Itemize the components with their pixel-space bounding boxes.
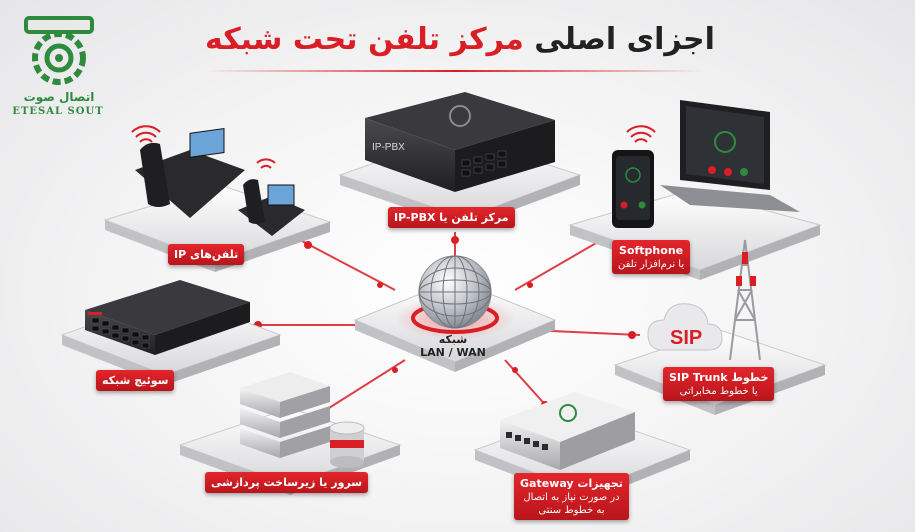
network-hub: [353, 255, 557, 372]
brand-logo: [14, 14, 104, 124]
network-label-title: شبکه: [438, 333, 468, 346]
label-server: سرور یا زیرساخت پردازشی: [205, 472, 369, 493]
network-label: شبکه LAN / WAN: [408, 333, 498, 359]
softphone-device: [568, 100, 822, 280]
label-sip: خطوط SIP Trunk یا خطوط مخابراتی: [663, 367, 775, 401]
wifi-icon-mobile: [626, 125, 656, 143]
laptop-keyboard: [660, 185, 800, 212]
handset-icon: [140, 142, 170, 207]
pbx-device-tag: IP-PBX: [372, 142, 405, 153]
link-phones: [299, 239, 396, 291]
cloud-icon: [647, 303, 723, 351]
network-label-sub: LAN / WAN: [420, 346, 486, 359]
label-gateway-sub2: به خطوط سنتی: [538, 505, 605, 516]
title-dark: اجزای اصلی: [534, 22, 715, 57]
label-gateway-title: تجهیزات Gateway: [520, 477, 623, 490]
label-sip-title: خطوط SIP Trunk: [669, 371, 769, 384]
title-underline: [205, 70, 705, 72]
logo-text-en: ETESAL SOUT: [12, 106, 104, 117]
laptop-screen: [686, 106, 764, 184]
ip-phones-device: [103, 125, 332, 272]
antenna-tower-icon: [729, 239, 761, 361]
link-gateway: [504, 359, 551, 411]
title-red: مرکز تلفن تحت شبکه: [205, 22, 524, 57]
database-icon: [329, 421, 365, 468]
wifi-icon: [131, 125, 161, 143]
sip-badge: SIP: [670, 327, 702, 349]
label-gateway: تجهیزات Gateway در صورت نیاز به اتصال به…: [514, 473, 629, 520]
label-ip-phones: تلفن‌های IP: [168, 244, 245, 265]
server-rack-icon: [240, 372, 330, 458]
gear-phone-logo-icon: [24, 16, 94, 85]
label-softphone-sub: یا نرم‌افزار تلفن: [618, 259, 685, 270]
label-switch: سوئیچ شبکه: [96, 370, 175, 391]
label-pbx: مرکز تلفن یا IP-PBX: [388, 207, 515, 228]
label-softphone: Softphone یا نرم‌افزار تلفن: [612, 240, 691, 274]
gateway-logo-icon: [559, 404, 577, 422]
label-softphone-title: Softphone: [619, 244, 684, 257]
label-gateway-sub1: در صورت نیاز به اتصال: [523, 492, 620, 503]
pbx-logo-icon: [449, 105, 471, 127]
server-device: [178, 372, 402, 495]
logo-text-fa: اتصال صوت: [23, 90, 95, 104]
link-softphone: [514, 234, 611, 291]
page-title: اجزای اصلی مرکز تلفن تحت شبکه: [190, 22, 730, 57]
label-sip-sub: یا خطوط مخابراتی: [679, 386, 758, 397]
